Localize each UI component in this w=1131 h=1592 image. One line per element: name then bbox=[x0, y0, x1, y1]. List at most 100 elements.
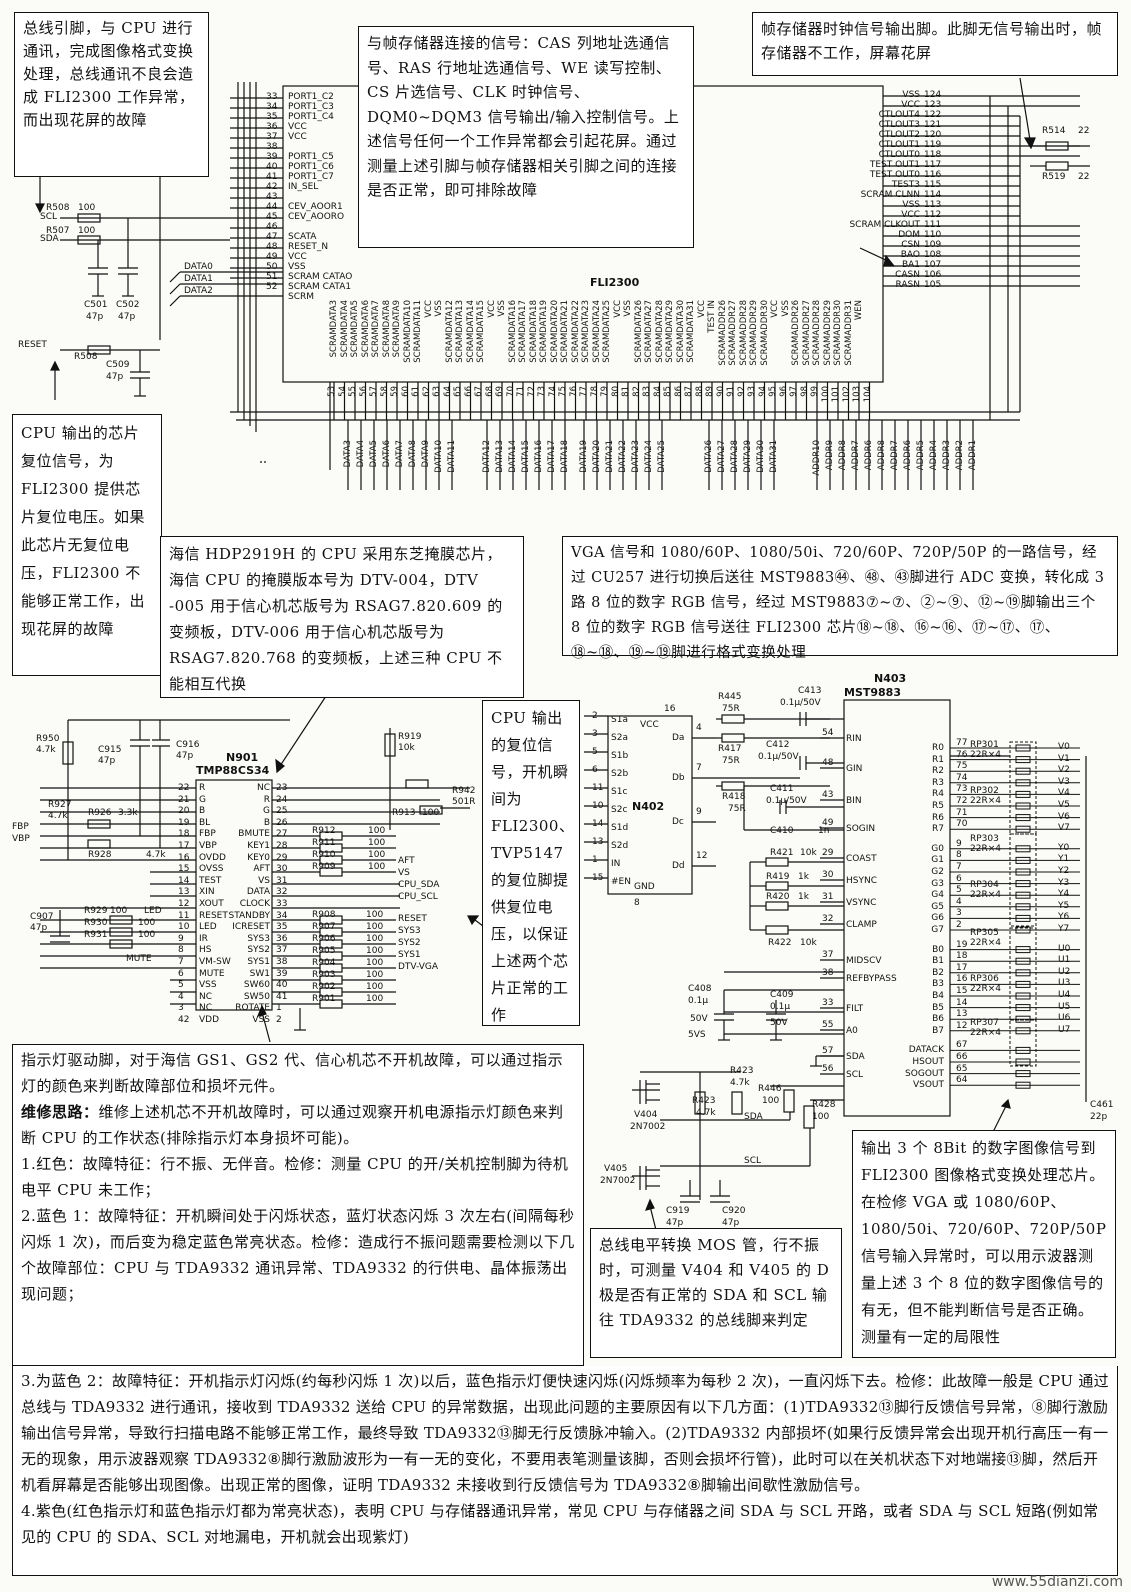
fli-bottom-pin-name: SCRAMDATA19 bbox=[539, 300, 549, 363]
fli-bottom-pin-number: 92 bbox=[736, 386, 747, 397]
n901-left-pin-name: OVSS bbox=[199, 864, 224, 875]
fli-left-pin-name: SCRAM CATA1 bbox=[288, 282, 352, 292]
n901-left-pin-number: 3 bbox=[178, 1003, 184, 1014]
fli-right-pin-number: 114 bbox=[924, 190, 942, 200]
n403-right-pin-number: 12 bbox=[956, 1020, 968, 1031]
r418-label: R418 bbox=[722, 792, 746, 802]
r420-label: R420 bbox=[766, 892, 790, 902]
n901-left-pin-number: 5 bbox=[178, 980, 184, 991]
fli-bottom-pin-number: 83 bbox=[642, 386, 652, 397]
n901-body bbox=[195, 779, 273, 1011]
fli-right-pin-name: SCRAM CLKOUT bbox=[849, 220, 920, 230]
fli-bottom-pin-number: 60 bbox=[400, 386, 411, 397]
n403-left-pin-name: COAST bbox=[846, 854, 877, 864]
bus-net-label: DATA23 bbox=[631, 440, 641, 473]
fli-bottom-pin-number: 99 bbox=[810, 386, 820, 397]
n403-right-pin-number: 17 bbox=[956, 962, 968, 973]
n403-output-net: V5 bbox=[1058, 800, 1070, 810]
fli-bottom-pin-name: SCRAMADDR26 bbox=[717, 300, 728, 366]
n901-left-pin-number: 9 bbox=[178, 933, 184, 944]
fli-right-pin-number: 122 bbox=[924, 110, 942, 120]
fli-right-pin-number: 105 bbox=[924, 280, 942, 290]
fli-right-pin-name: DOM bbox=[898, 230, 920, 240]
n402-left-pin-name: S2a bbox=[611, 733, 628, 743]
r907-label: R907 bbox=[312, 922, 336, 932]
bus-net-label: DATA24 bbox=[644, 440, 654, 473]
fli-left-pin-number: 50 bbox=[266, 262, 278, 272]
note-vga-path: VGA 信号和 1080/60P、1080/50i、720/60P、720P/5… bbox=[562, 536, 1118, 661]
fli-left-pin-number: 52 bbox=[266, 282, 278, 292]
fli-bottom-pin-number: 85 bbox=[663, 386, 673, 397]
fli-bottom-pin-name: SCRAMDATA27 bbox=[644, 300, 654, 363]
bus-net-label: DATA27 bbox=[717, 440, 727, 473]
c907-label: C907 bbox=[30, 912, 54, 922]
bus-net-label: DATA4 bbox=[356, 440, 366, 468]
c916-value: 47p bbox=[176, 751, 194, 761]
fli-left-pin-number: 49 bbox=[266, 252, 278, 262]
n901-right-pin-number: 38 bbox=[276, 957, 288, 967]
n403-right-pin-number: 6 bbox=[956, 873, 962, 884]
n403-output-net: V6 bbox=[1058, 811, 1070, 822]
led-pin-label: LED bbox=[144, 906, 162, 916]
fli-bottom-pin-number: 89 bbox=[705, 386, 715, 397]
n403-left-pin-number: 48 bbox=[822, 758, 834, 768]
fli-bottom-pin-name: SCRAMDATA15 bbox=[476, 300, 486, 363]
n403-left-pin-name: REFBYPASS bbox=[846, 974, 897, 984]
bus-net-label: DATA16 bbox=[534, 440, 544, 473]
aft-out: AFT bbox=[398, 856, 415, 866]
fli-bottom-pin-name: SCRAMDATA11 bbox=[413, 300, 423, 363]
n402-gnd: GND bbox=[634, 882, 655, 892]
sys1-out: SYS1 bbox=[398, 950, 421, 960]
scl-net: SCL bbox=[744, 1156, 762, 1166]
bus-net-label: DATA17 bbox=[547, 440, 557, 473]
fli-bottom-pin-number: 90 bbox=[715, 386, 726, 397]
n901-left-pin-number: 17 bbox=[178, 841, 190, 851]
fli-right-pin-name: VSS bbox=[902, 90, 920, 100]
n403-left-pin-name: SDA bbox=[846, 1052, 865, 1062]
bus-net-label: DATA25 bbox=[657, 440, 667, 473]
fli-bottom-pin-name: SCRAMDATA31 bbox=[686, 300, 696, 363]
n403-right-pin-name: B5 bbox=[932, 1002, 944, 1013]
fli-left-pin-name: VSS bbox=[288, 262, 306, 272]
c409-value: 0.1μ bbox=[770, 1002, 791, 1012]
bus-net-label: ADDR10 bbox=[812, 440, 822, 476]
resistor-pack-name: RP305 bbox=[970, 928, 999, 938]
r508-label: R508 bbox=[46, 203, 70, 213]
fli-left-pin-name: RESET_N bbox=[288, 242, 329, 252]
led-idea: 维修上述机芯不开机故障时，可以通过观察开机电源指示灯颜色来判断 CPU 的工作状… bbox=[21, 1103, 564, 1147]
n901-left-pin-name: RESET bbox=[199, 910, 228, 921]
c410-label: C410 bbox=[770, 826, 794, 836]
fli-bottom-pin-number: 95 bbox=[768, 386, 778, 397]
n402-right-pin-number: 9 bbox=[696, 807, 702, 817]
fli-left-pin-name: PORT1_C4 bbox=[288, 112, 334, 122]
fli-bottom-pin-name: VCC bbox=[423, 300, 434, 318]
n403-left-pin-name: BIN bbox=[846, 796, 862, 806]
n901-right-pin-name: NC bbox=[256, 783, 270, 793]
n901-right-pin-number: 30 bbox=[276, 864, 288, 875]
n901-right-pin-number: 1 bbox=[276, 1003, 282, 1014]
n403-right-pin-number: 9 bbox=[956, 838, 962, 849]
r929-value: 100 bbox=[110, 906, 128, 916]
resistor-pack-value: 22R×4 bbox=[970, 796, 1001, 806]
n901-right-pin-number: 35 bbox=[276, 922, 288, 933]
n403-right-pin-name: G1 bbox=[931, 855, 944, 866]
fli-bottom-pin-name: SCRAMDATA18 bbox=[528, 300, 539, 363]
note-bus-pins-text: 总线引脚，与 CPU 进行通讯，完成图像格式变换处理，总线通讯不良会造成 FLI… bbox=[23, 19, 195, 129]
fli-right-pin-number: 116 bbox=[924, 170, 942, 180]
fli-left-pin-name: PORT1_C5 bbox=[288, 152, 334, 162]
n901-left-pin-number: 22 bbox=[178, 783, 190, 793]
fli-bottom-pin-name: SCRAMDATA30 bbox=[675, 300, 686, 363]
n403-left-pin-name: HSYNC bbox=[846, 876, 877, 886]
5vs-label: 5VS bbox=[688, 1030, 706, 1040]
n403-right-pin-name: B0 bbox=[932, 944, 944, 955]
fli-left-pin-number: 51 bbox=[266, 272, 278, 282]
reset-out: RESET bbox=[398, 914, 427, 924]
n901-left-pin-name: VDD bbox=[199, 1015, 220, 1025]
c412-label: C412 bbox=[766, 740, 790, 750]
fli-bottom-pin-name: SCRAMDATA14 bbox=[465, 300, 476, 363]
bus-net-label: DATA26 bbox=[704, 440, 714, 473]
n403-right-pin-name: G0 bbox=[931, 843, 944, 854]
fli-right-pin-name: CTLOUT4 bbox=[878, 110, 920, 120]
c509-value: 47p bbox=[106, 372, 124, 382]
led-p1: 1.红色：故障特征：行不振、无伴音。检修：测量 CPU 的开/关机控制脚为待机电… bbox=[21, 1155, 569, 1199]
